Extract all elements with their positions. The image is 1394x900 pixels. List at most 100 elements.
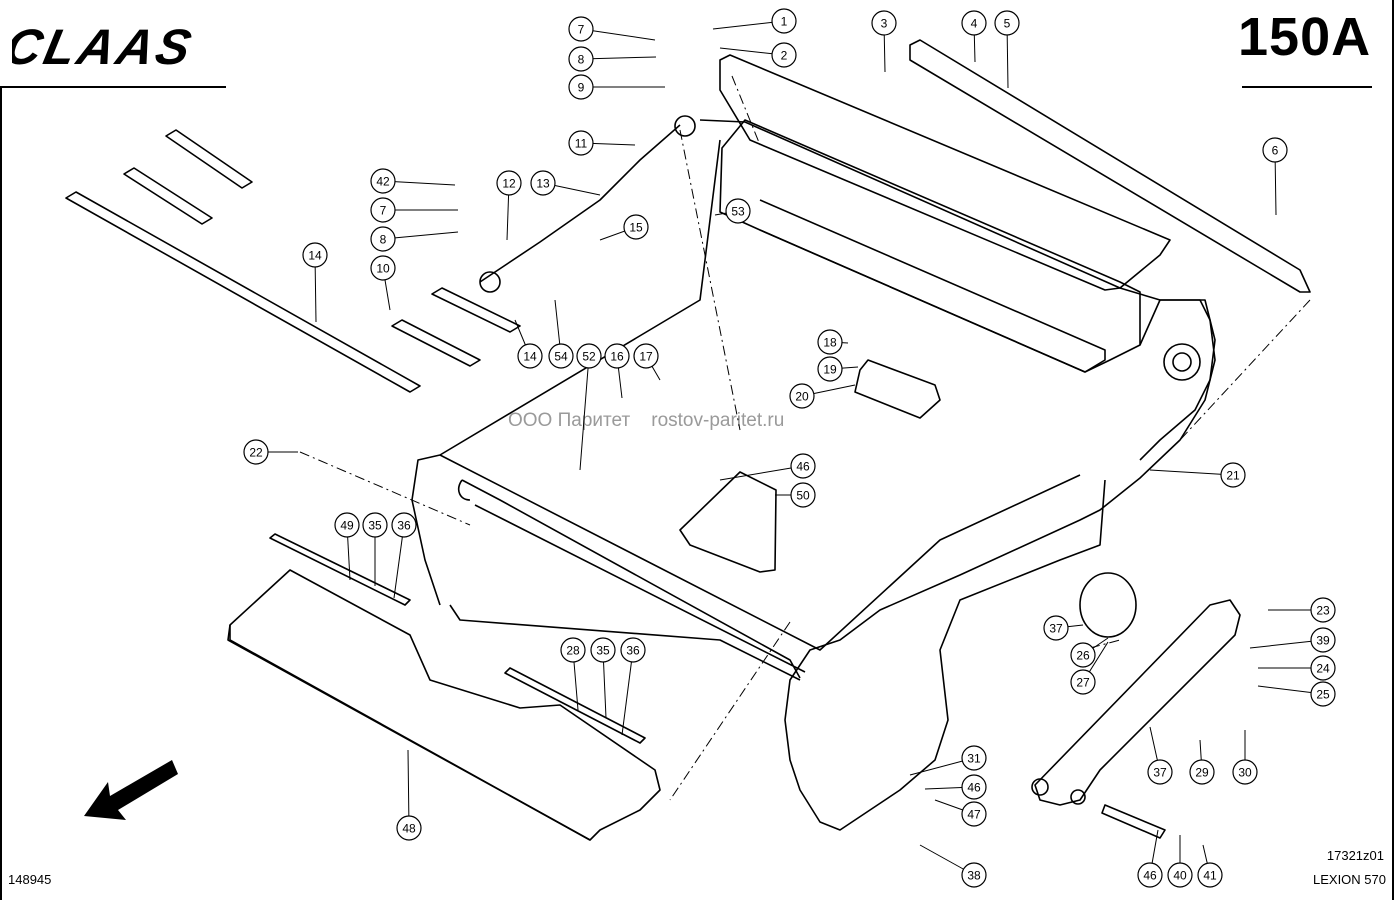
- callout-46: 46: [1137, 829, 1163, 888]
- callout-bubble: [771, 8, 797, 34]
- callout-bubble: [961, 801, 987, 827]
- callout-bubble: [1310, 655, 1336, 681]
- callout-label: 37: [1049, 622, 1063, 636]
- arm-pivot-pin: [1070, 789, 1086, 805]
- callout-label: 36: [626, 644, 640, 658]
- callout-8: 8: [370, 226, 459, 252]
- access-plate: [679, 471, 777, 573]
- swing-arm: [1034, 599, 1241, 806]
- callout-bubble: [496, 170, 522, 196]
- document-id: 148945: [8, 872, 52, 887]
- callout-label: 47: [967, 808, 981, 822]
- callout-bubble: [517, 343, 543, 369]
- callout-label: 46: [967, 781, 981, 795]
- callout-46: 46: [719, 453, 816, 481]
- callout-label: 20: [795, 390, 809, 404]
- callout-label: 46: [796, 460, 810, 474]
- callout-bubble: [1070, 669, 1096, 695]
- callout-bubble: [1189, 759, 1215, 785]
- callout-bubble: [1167, 862, 1193, 888]
- callout-label: 41: [1203, 869, 1217, 883]
- direction-arrow-icon: [84, 760, 178, 820]
- callout-label: 15: [629, 221, 643, 235]
- tie-rod: [479, 124, 681, 283]
- callout-10: 10: [370, 255, 396, 311]
- callout-bubble: [548, 343, 574, 369]
- callout-bubble: [1262, 137, 1288, 163]
- callout-bubble: [590, 637, 616, 663]
- callout-label: 42: [376, 175, 390, 189]
- callout-bubble: [1137, 862, 1163, 888]
- callout-bubble: [790, 453, 816, 479]
- callout-bubble: [576, 343, 602, 369]
- callout-53: 53: [714, 198, 751, 224]
- bottom-plate-lip: [227, 624, 591, 841]
- callout-bubble: [396, 815, 422, 841]
- callout-label: 31: [967, 752, 981, 766]
- housing-top-edge: [439, 139, 721, 456]
- housing-front-edge: [439, 454, 1081, 651]
- seal-strip: [909, 39, 1311, 293]
- callout-25: 25: [1257, 681, 1336, 707]
- callout-bubble: [370, 197, 396, 223]
- pad-14d: [391, 319, 481, 367]
- rod-end-upper: [674, 115, 696, 137]
- callout-label: 53: [731, 205, 745, 219]
- callout-bubble: [1232, 759, 1258, 785]
- callout-label: 14: [308, 249, 322, 263]
- callout-label: 1: [781, 15, 788, 29]
- callout-6: 6: [1262, 137, 1288, 216]
- callout-label: 12: [502, 177, 516, 191]
- callout-leader-line: [719, 465, 804, 481]
- callout-bubble: [530, 170, 556, 196]
- callout-35: 35: [362, 512, 388, 586]
- callout-label: 6: [1272, 144, 1279, 158]
- callout-11: 11: [568, 130, 636, 156]
- callout-label: 54: [554, 350, 568, 364]
- housing-left-wall: [411, 454, 441, 606]
- callout-label: 13: [536, 177, 550, 191]
- callout-36: 36: [620, 637, 646, 736]
- callout-bubble: [771, 42, 797, 68]
- housing-lower-front: [449, 604, 801, 681]
- callout-label: 52: [582, 350, 596, 364]
- callout-label: 8: [380, 233, 387, 247]
- pad-14a: [165, 129, 253, 189]
- callout-bubble: [620, 637, 646, 663]
- pad-14c: [431, 287, 521, 333]
- callout-leader-line: [407, 749, 410, 829]
- callout-bubble: [871, 10, 897, 36]
- page-number: 150A: [1238, 7, 1372, 67]
- callout-50: 50: [775, 482, 816, 508]
- callout-36: 36: [391, 512, 417, 599]
- cover-disc: [1079, 572, 1137, 638]
- callout-label: 28: [566, 644, 580, 658]
- callout-label: 19: [823, 363, 837, 377]
- callout-label: 40: [1173, 869, 1187, 883]
- callout-37: 37: [1147, 726, 1173, 785]
- brand-logo-text: CLAAS: [12, 19, 199, 70]
- callout-35: 35: [590, 637, 616, 719]
- strip-left: [269, 533, 411, 606]
- callout-bubble: [370, 168, 396, 194]
- callout-20: 20: [789, 383, 856, 409]
- callout-9: 9: [568, 74, 665, 100]
- logo-underline: [0, 86, 226, 88]
- callout-bubble: [391, 512, 417, 538]
- pad-14b: [123, 167, 213, 225]
- callout-bubble: [961, 862, 987, 888]
- callout-bubble: [961, 10, 987, 36]
- callout-bubble: [1043, 615, 1069, 641]
- callout-41: 41: [1197, 844, 1223, 888]
- callout-12: 12: [496, 170, 522, 241]
- callout-label: 30: [1238, 766, 1252, 780]
- frame-left-border: [0, 88, 2, 900]
- callout-label: 21: [1226, 469, 1240, 483]
- callout-bubble: [568, 46, 594, 72]
- callout-label: 24: [1316, 662, 1330, 676]
- callout-bubble: [961, 774, 987, 800]
- callout-bubble: [370, 255, 396, 281]
- bottom-plate: [229, 569, 661, 841]
- callout-bubble: [334, 512, 360, 538]
- callout-bubble: [1220, 462, 1246, 488]
